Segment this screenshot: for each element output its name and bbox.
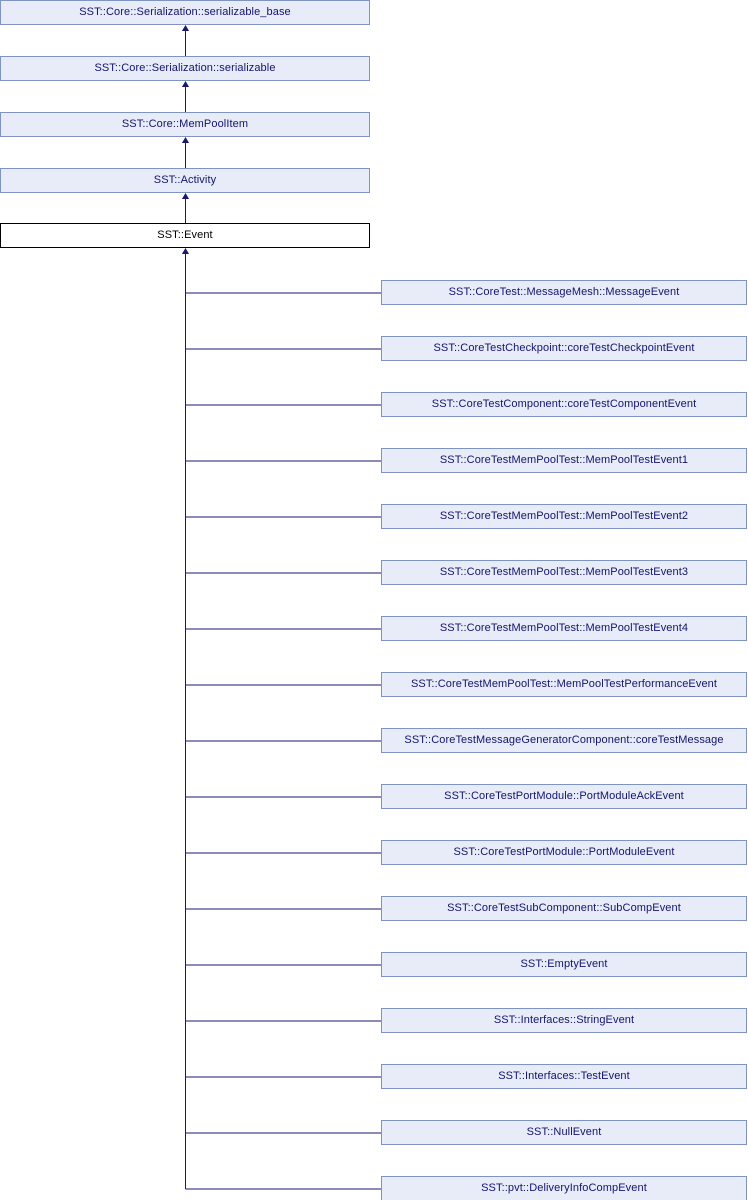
class-node-event-current[interactable]: SST::Event	[0, 223, 370, 248]
class-node-label: SST::EmptyEvent	[520, 958, 608, 970]
class-node-coretestcomponentevent[interactable]: SST::CoreTestComponent::coreTestComponen…	[381, 392, 747, 417]
class-node-label: SST::Activity	[153, 174, 217, 186]
class-node-serializable[interactable]: SST::Core::Serialization::serializable	[0, 56, 370, 81]
class-node-nullevent[interactable]: SST::NullEvent	[381, 1120, 747, 1145]
class-node-label: SST::CoreTestPortModule::PortModuleAckEv…	[444, 790, 684, 802]
class-node-messageevent[interactable]: SST::CoreTest::MessageMesh::MessageEvent	[381, 280, 747, 305]
class-node-mempooltestperformanceevent[interactable]: SST::CoreTestMemPoolTest::MemPoolTestPer…	[381, 672, 747, 697]
class-node-label: SST::NullEvent	[526, 1126, 602, 1138]
class-node-label: SST::Interfaces::TestEvent	[498, 1070, 630, 1082]
class-node-mempoolitem[interactable]: SST::Core::MemPoolItem	[0, 112, 370, 137]
class-node-label: SST::CoreTestPortModule::PortModuleEvent	[453, 846, 675, 858]
class-node-label: SST::CoreTestSubComponent::SubCompEvent	[447, 902, 681, 914]
class-node-coretestmessage[interactable]: SST::CoreTestMessageGeneratorComponent::…	[381, 728, 747, 753]
class-node-portmoduleevent[interactable]: SST::CoreTestPortModule::PortModuleEvent	[381, 840, 747, 865]
class-node-portmoduleackevent[interactable]: SST::CoreTestPortModule::PortModuleAckEv…	[381, 784, 747, 809]
class-node-label: SST::CoreTestComponent::coreTestComponen…	[431, 398, 697, 410]
class-node-label: SST::Core::Serialization::serializable_b…	[79, 6, 291, 18]
class-node-label: SST::CoreTestMemPoolTest::MemPoolTestEve…	[439, 454, 689, 466]
class-node-label: SST::Core::MemPoolItem	[121, 118, 249, 130]
class-node-label: SST::CoreTestMemPoolTest::MemPoolTestEve…	[439, 566, 689, 578]
class-node-label: SST::Event	[157, 229, 213, 241]
class-node-subcompevent[interactable]: SST::CoreTestSubComponent::SubCompEvent	[381, 896, 747, 921]
class-node-mempooltestevent2[interactable]: SST::CoreTestMemPoolTest::MemPoolTestEve…	[381, 504, 747, 529]
class-node-mempooltestevent1[interactable]: SST::CoreTestMemPoolTest::MemPoolTestEve…	[381, 448, 747, 473]
class-node-deliveryinfocompevent[interactable]: SST::pvt::DeliveryInfoCompEvent	[381, 1176, 747, 1200]
class-node-mempooltestevent3[interactable]: SST::CoreTestMemPoolTest::MemPoolTestEve…	[381, 560, 747, 585]
class-node-coretestcheckpointevent[interactable]: SST::CoreTestCheckpoint::coreTestCheckpo…	[381, 336, 747, 361]
class-node-label: SST::CoreTestMemPoolTest::MemPoolTestPer…	[410, 678, 718, 690]
class-node-emptyevent[interactable]: SST::EmptyEvent	[381, 952, 747, 977]
class-node-mempooltestevent4[interactable]: SST::CoreTestMemPoolTest::MemPoolTestEve…	[381, 616, 747, 641]
class-node-label: SST::Interfaces::StringEvent	[493, 1014, 635, 1026]
class-node-activity[interactable]: SST::Activity	[0, 168, 370, 193]
class-node-testevent[interactable]: SST::Interfaces::TestEvent	[381, 1064, 747, 1089]
class-node-label: SST::pvt::DeliveryInfoCompEvent	[481, 1182, 647, 1194]
class-node-label: SST::CoreTestMemPoolTest::MemPoolTestEve…	[439, 510, 689, 522]
class-node-label: SST::Core::Serialization::serializable	[94, 62, 276, 74]
class-node-label: SST::CoreTestCheckpoint::coreTestCheckpo…	[433, 342, 695, 354]
class-node-serializable-base[interactable]: SST::Core::Serialization::serializable_b…	[0, 0, 370, 25]
class-node-label: SST::CoreTestMessageGeneratorComponent::…	[404, 734, 724, 746]
class-node-label: SST::CoreTest::MessageMesh::MessageEvent	[448, 286, 680, 298]
class-node-stringevent[interactable]: SST::Interfaces::StringEvent	[381, 1008, 747, 1033]
class-node-label: SST::CoreTestMemPoolTest::MemPoolTestEve…	[439, 622, 689, 634]
